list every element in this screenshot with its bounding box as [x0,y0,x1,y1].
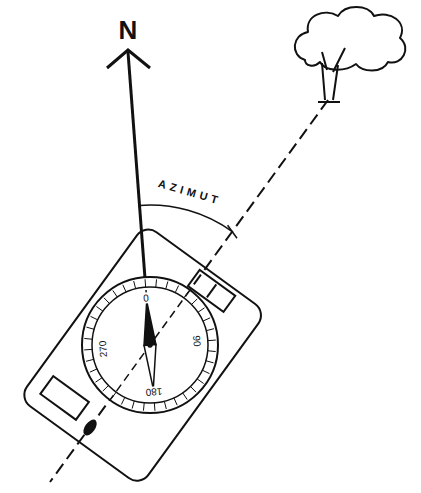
baseplate-outline [19,224,267,486]
sight-mark [82,419,98,437]
dial-tick [166,281,168,289]
dial-tick [202,370,209,373]
dial-tick [206,329,214,331]
needle-pivot [148,343,152,347]
tree-trunk [318,63,340,102]
dial-tick [197,379,203,384]
dial-tick [91,316,98,319]
dial-tick [192,299,198,305]
dial-tick [104,298,110,304]
compass-needle [141,301,160,390]
dial-tick [203,318,210,321]
dial-tick [208,340,216,342]
dial-tick [95,378,102,383]
dial-tick [84,338,92,340]
dial-tick [96,306,102,311]
dial-tick [183,393,188,400]
dial-tick [191,387,197,393]
dial-outer-ring [82,277,218,413]
dial-number: 0 [141,292,151,304]
dial-tick [208,350,216,352]
dial-tick [164,401,166,409]
tree-symbol [295,7,406,102]
compass-dial [82,277,218,413]
dial-tick [145,279,147,287]
dial-tick [86,327,94,329]
dial-tick [123,285,126,292]
dial-tick [86,359,94,361]
window-mark [207,284,216,297]
sighting-line-in-dial [110,290,190,400]
needle-south [144,345,159,390]
dial-tick [155,279,157,287]
dial-tick [175,286,178,293]
dial-number: 270 [97,338,110,359]
dial-tick [134,281,136,289]
dial-tick [206,361,214,363]
dial-tick [154,403,156,411]
tree-crown [295,7,406,71]
dial-number: 90 [191,334,203,350]
compass-baseplate [19,224,267,486]
dial-tick [121,397,124,404]
north-arrowhead [107,50,150,68]
dial-inner-ring [92,287,208,403]
dial-tick [174,398,177,405]
dial-tick [103,386,109,392]
azimuth-arc [140,205,233,232]
dial-tick [198,308,205,313]
needle-north [141,301,156,346]
dial-tick [84,349,92,351]
tree-branches [322,48,345,72]
sighting-line [50,100,328,482]
dial-number: 180 [143,386,164,399]
dial-tick [113,290,118,297]
dial-ticks [84,279,216,411]
dial-tick [132,401,134,409]
lower-window [40,376,89,420]
dial-tick [90,369,97,372]
north-letter: N [117,16,140,45]
azimuth-label: AZIMUT [155,177,225,208]
dial-tick [143,403,145,411]
